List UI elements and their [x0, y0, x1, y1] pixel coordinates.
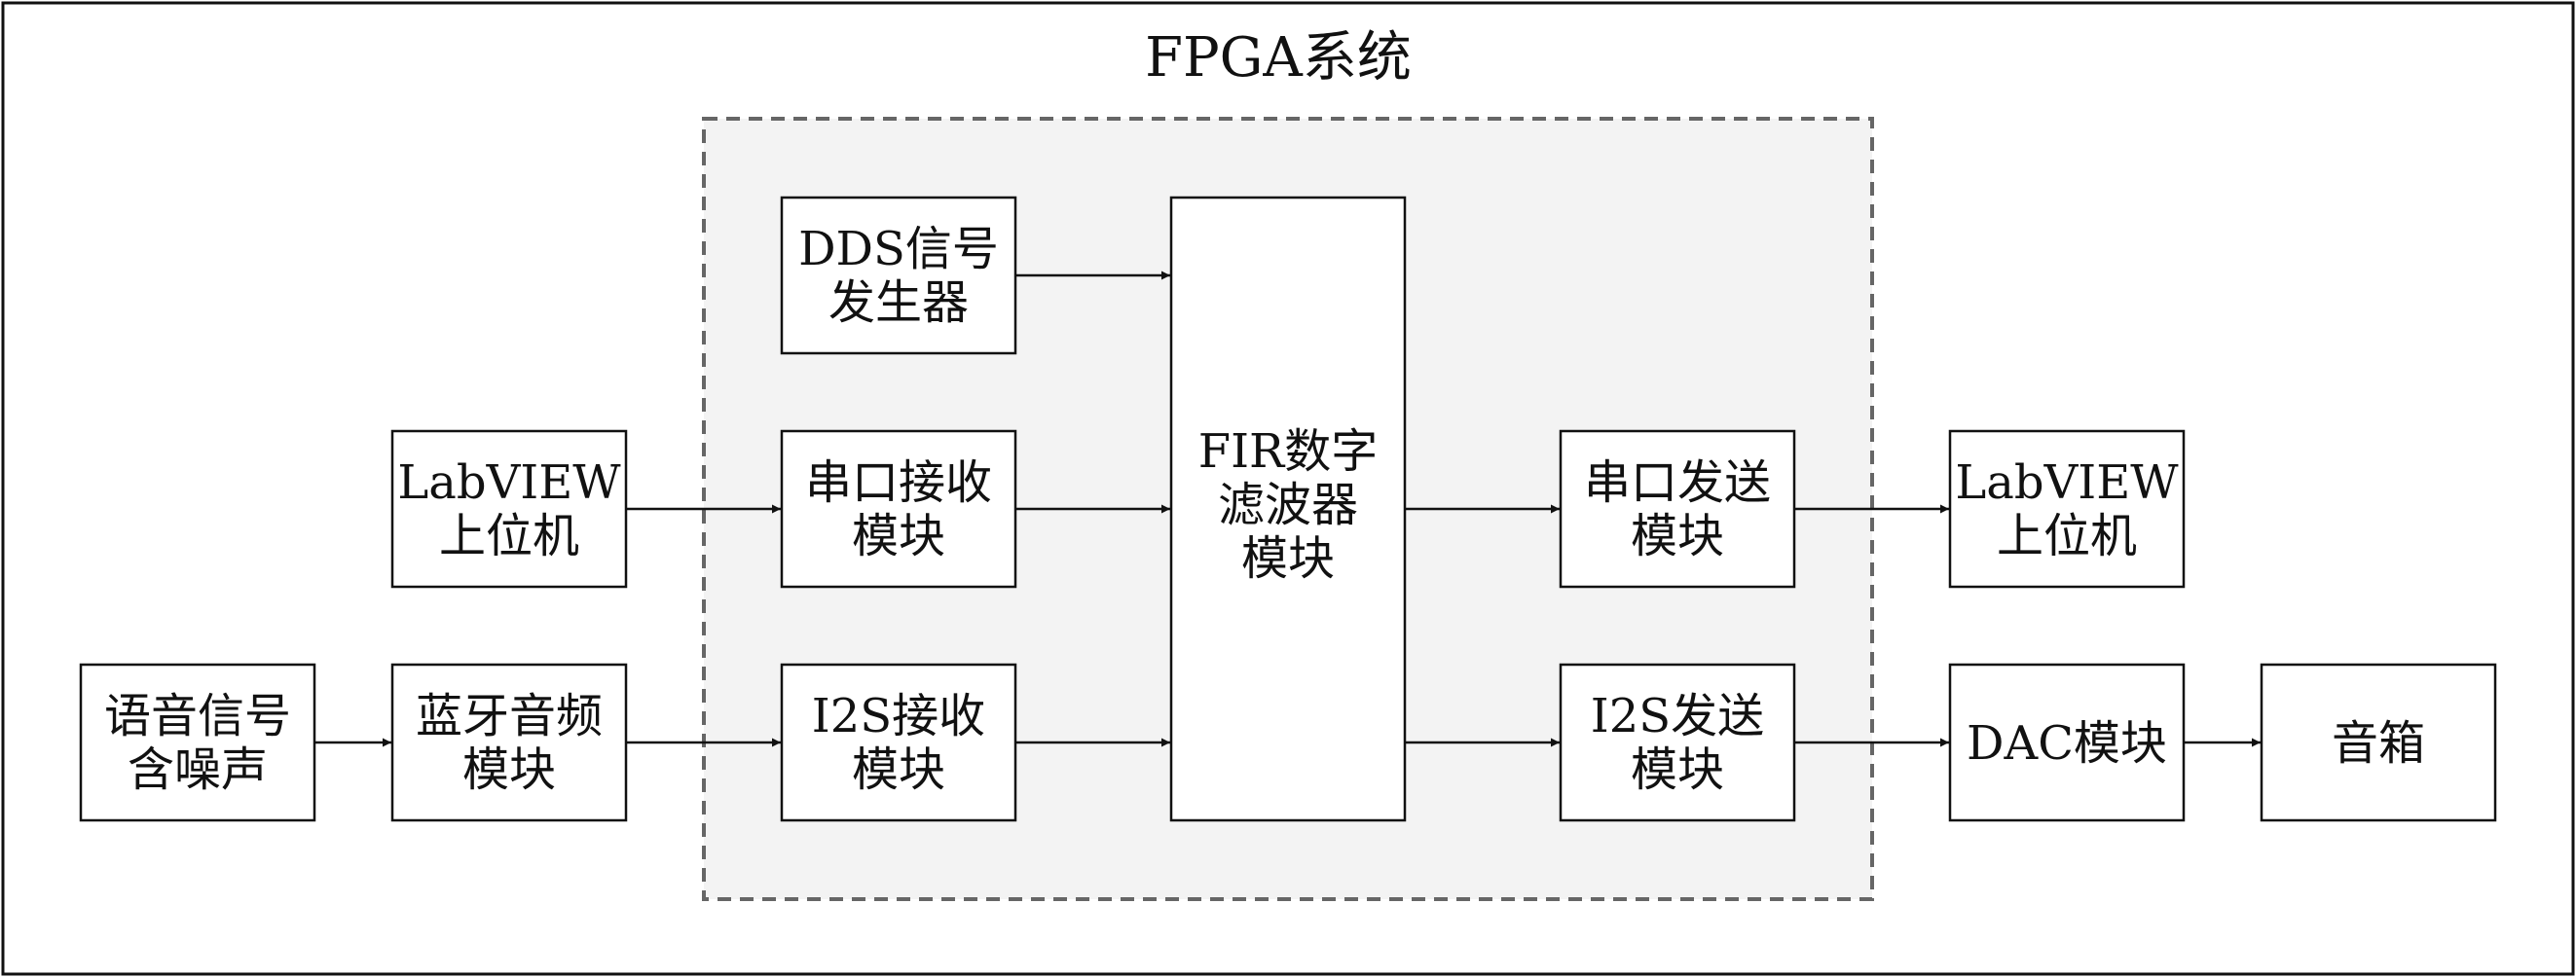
- block-label-line: LabVIEW: [397, 455, 621, 510]
- block-fir-filter: FIR数字 滤波器 模块: [1169, 196, 1407, 822]
- block-label-line: 模块: [852, 742, 945, 797]
- block-uart-receive: 串口接收 模块: [780, 429, 1017, 589]
- block-label-line: 音箱: [2332, 716, 2425, 771]
- block-label-line: I2S接收: [812, 689, 985, 743]
- block-label-line: 含噪声: [128, 742, 268, 797]
- block-label-line: 模块: [1241, 531, 1335, 586]
- block-i2s-transmit: I2S发送 模块: [1559, 663, 1796, 822]
- block-label-line: 上位机: [439, 509, 579, 563]
- block-uart-transmit: 串口发送 模块: [1559, 429, 1796, 589]
- block-label-line: DAC模块: [1967, 716, 2167, 771]
- block-label-line: 串口发送: [1584, 455, 1771, 510]
- connections-layer: [314, 271, 2261, 747]
- block-label-line: 蓝牙音频: [416, 689, 603, 743]
- block-label-line: LabVIEW: [1955, 455, 2179, 510]
- block-label-line: 滤波器: [1218, 478, 1358, 532]
- diagram-title: FPGA系统: [1145, 26, 1412, 90]
- block-dac: DAC模块: [1948, 663, 2186, 822]
- block-label-line: DDS信号: [798, 222, 999, 276]
- block-label-line: 语音信号: [104, 689, 291, 743]
- block-label-line: 串口接收: [805, 455, 992, 510]
- block-label-line: 发生器: [828, 275, 969, 330]
- block-label-line: 模块: [852, 509, 945, 563]
- block-speaker: 音箱: [2260, 663, 2497, 822]
- block-label-line: 模块: [1631, 742, 1724, 797]
- block-label-line: 上位机: [1997, 509, 2137, 563]
- block-i2s-receive: I2S接收 模块: [780, 663, 1017, 822]
- block-label-line: 模块: [1631, 509, 1724, 563]
- block-label-line: 模块: [462, 742, 556, 797]
- block-label-line: FIR数字: [1198, 424, 1378, 479]
- block-label-line: I2S发送: [1591, 689, 1764, 743]
- block-speech-signal: 语音信号 含噪声: [79, 663, 316, 822]
- block-bluetooth-audio: 蓝牙音频 模块: [390, 663, 628, 822]
- block-dds-generator: DDS信号 发生器: [780, 196, 1017, 355]
- block-labview-output: LabVIEW 上位机: [1948, 429, 2186, 589]
- block-labview-input: LabVIEW 上位机: [390, 429, 628, 589]
